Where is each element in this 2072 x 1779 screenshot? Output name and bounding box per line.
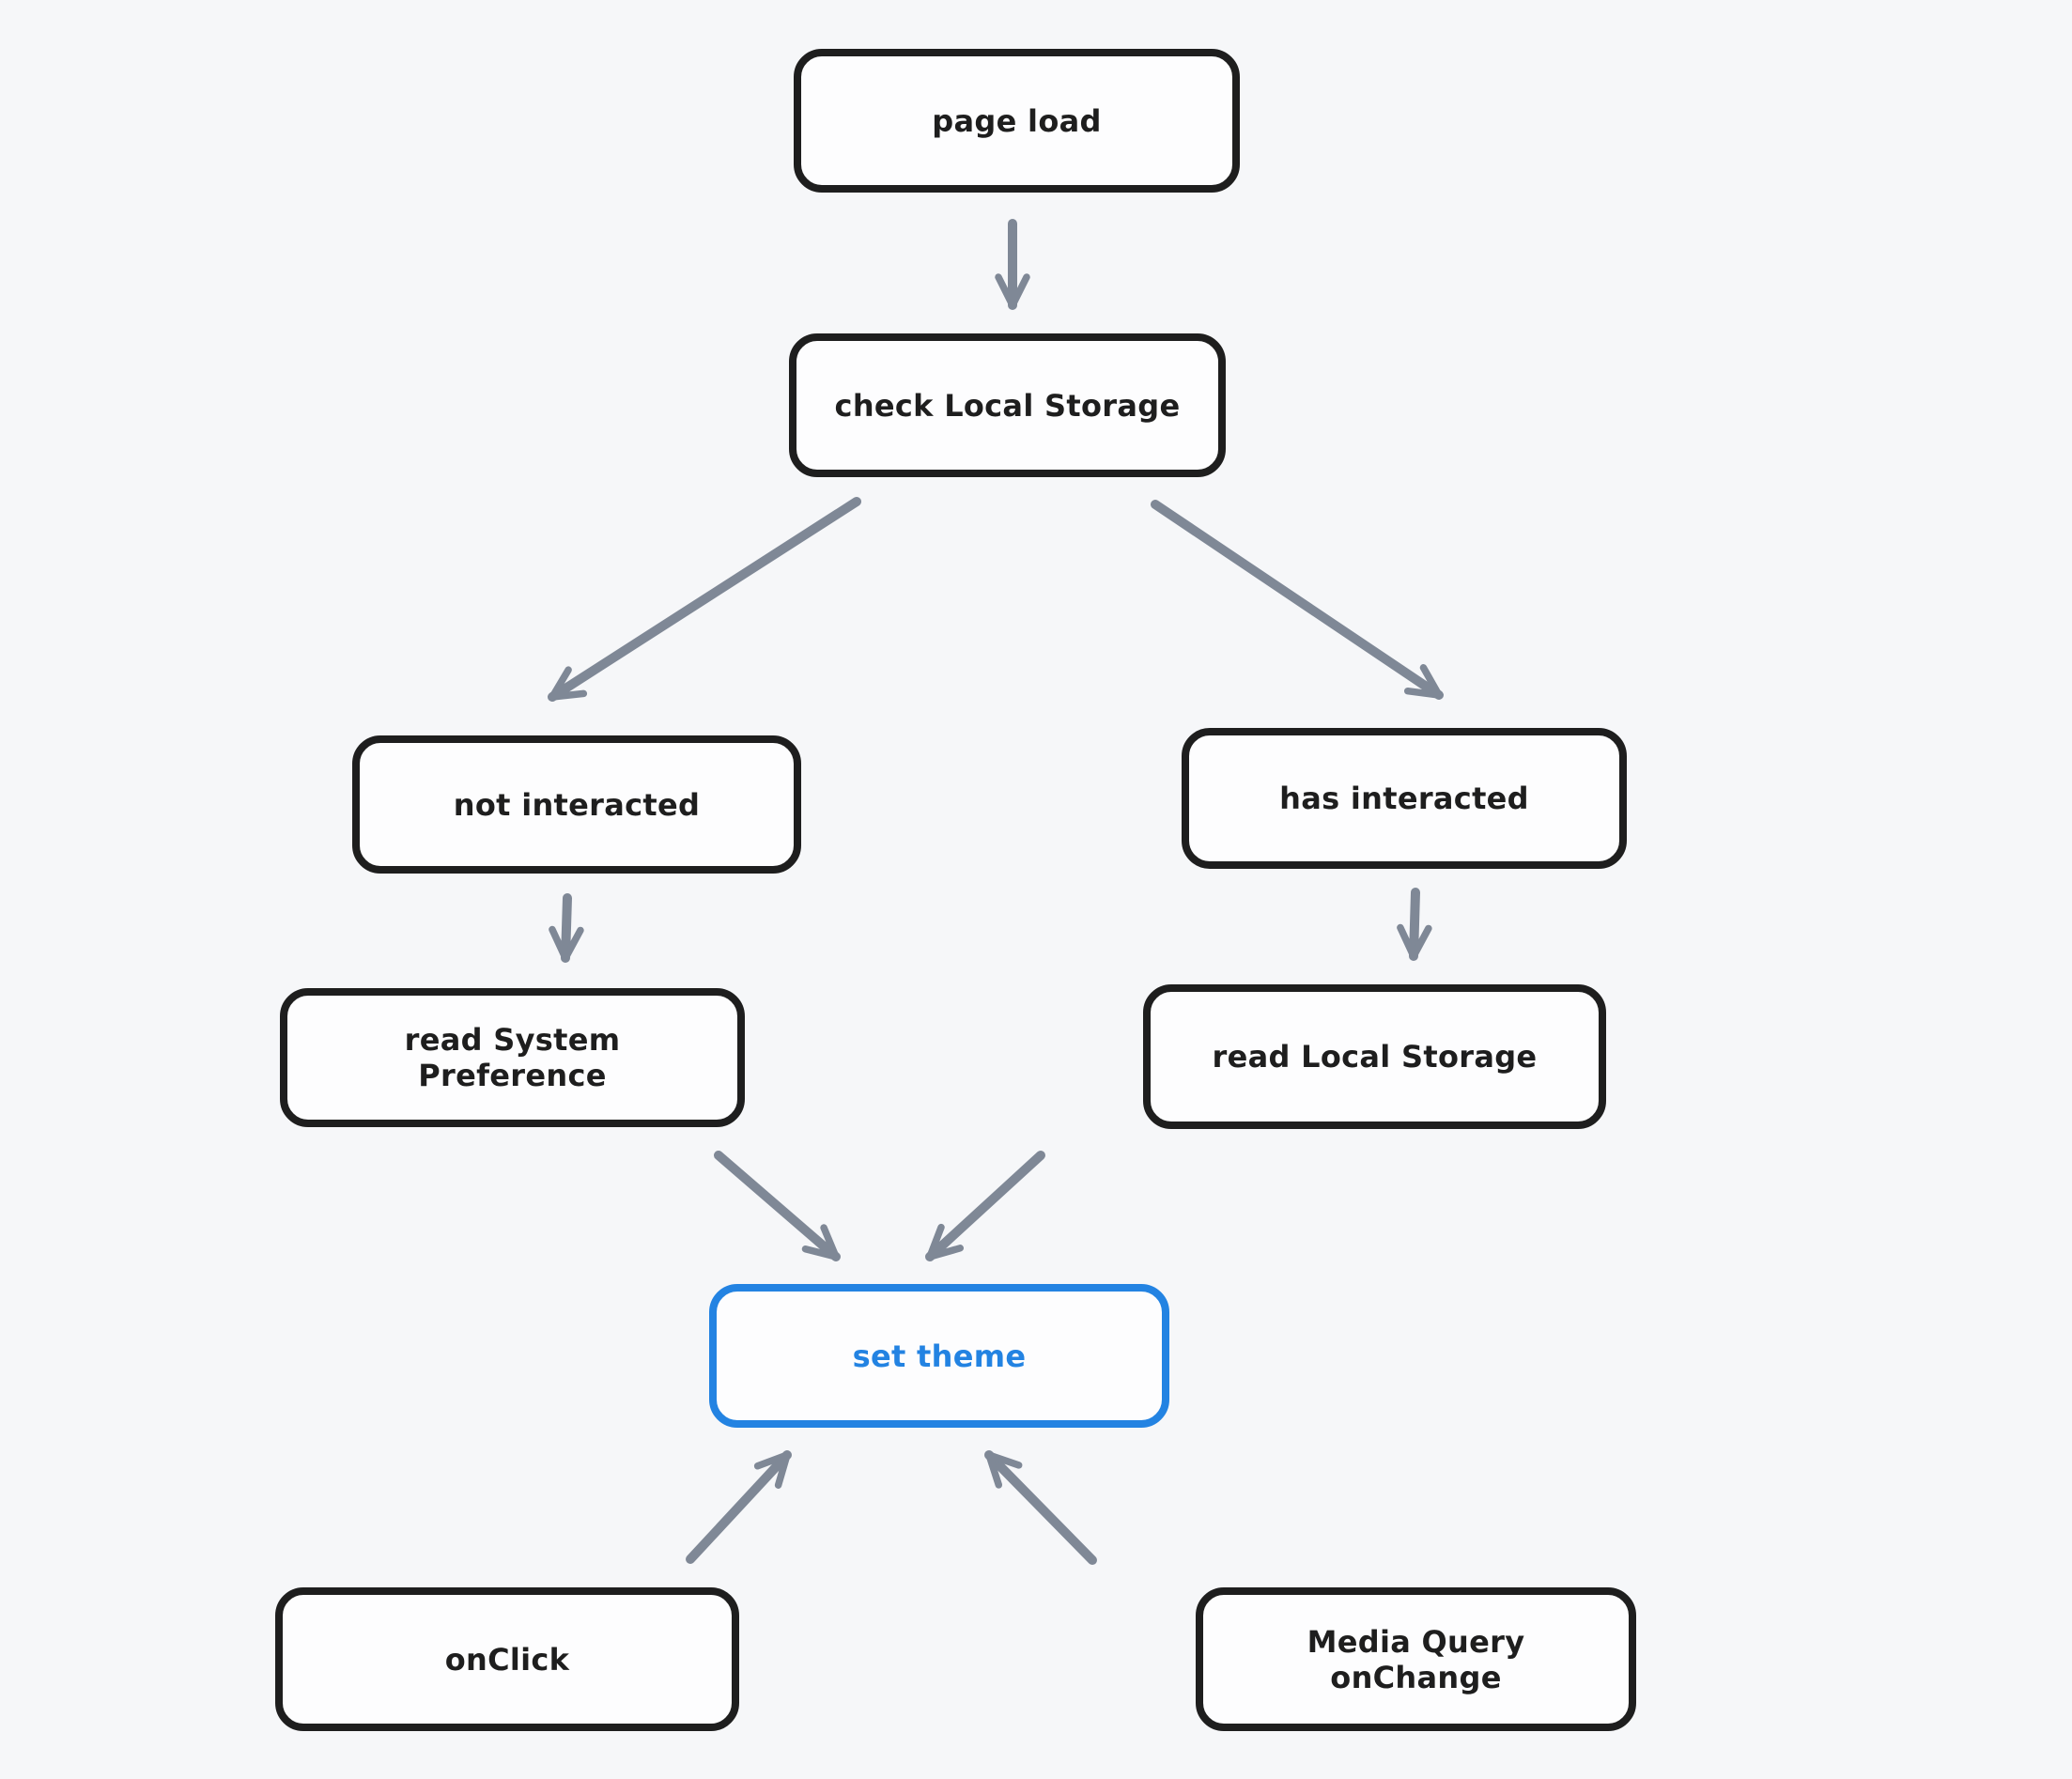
node-set-theme: set theme: [709, 1284, 1169, 1428]
node-read-local-storage: read Local Storage: [1143, 984, 1606, 1129]
node-read-local-storage-label: read Local Storage: [1212, 1039, 1538, 1075]
edge-onclick-to-set-theme: [686, 1450, 792, 1564]
node-onclick: onClick: [275, 1587, 739, 1731]
node-read-system-preference: read System Preference: [280, 988, 745, 1127]
node-read-system-preference-label: read System Preference: [404, 1022, 621, 1093]
node-has-interacted-label: has interacted: [1279, 781, 1529, 816]
node-page-load: page load: [794, 49, 1240, 193]
edge-media-query-onchange-to-set-theme: [984, 1450, 1097, 1565]
node-not-interacted: not interacted: [352, 735, 801, 874]
node-check-local-storage-label: check Local Storage: [834, 387, 1181, 424]
node-not-interacted-label: not interacted: [453, 786, 701, 823]
edge-check-local-storage-to-has-interacted: [1151, 500, 1444, 700]
edge-not-interacted-to-read-system-preference: [549, 893, 584, 963]
node-page-load-label: page load: [932, 102, 1102, 139]
edge-has-interacted-to-read-local-storage: [1397, 888, 1432, 961]
edge-check-local-storage-to-not-interacted: [548, 497, 861, 702]
node-check-local-storage: check Local Storage: [789, 333, 1226, 477]
node-has-interacted: has interacted: [1182, 728, 1627, 869]
edge-read-system-preference-to-set-theme: [714, 1151, 841, 1261]
node-set-theme-label: set theme: [852, 1338, 1027, 1374]
node-onclick-label: onClick: [444, 1641, 570, 1678]
node-media-query-onchange-label: Media Query onChange: [1307, 1623, 1525, 1695]
node-media-query-onchange: Media Query onChange: [1196, 1587, 1636, 1731]
edge-read-local-storage-to-set-theme: [925, 1151, 1045, 1261]
